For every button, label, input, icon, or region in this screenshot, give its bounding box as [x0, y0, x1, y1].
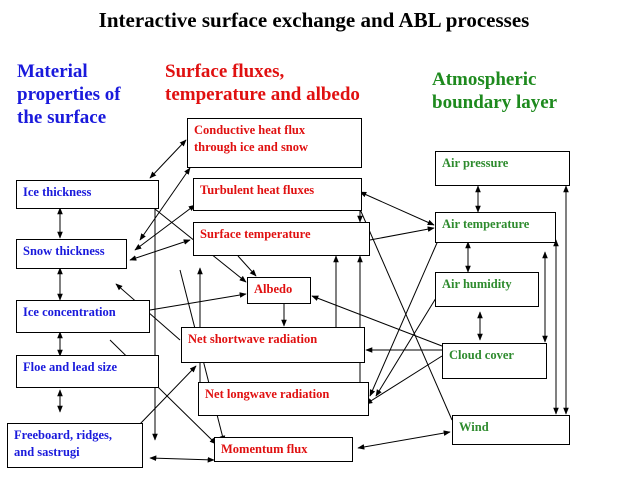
- turbulent-heat-fluxes-box: Turbulent heat fluxes: [193, 178, 362, 211]
- arrow-freeboard-netsw: [139, 365, 197, 425]
- net-longwave-radiation-box: Net longwave radiation: [198, 382, 369, 416]
- ice-thickness-box: Ice thickness: [16, 180, 159, 209]
- arrow-surftemp-albedo: [237, 255, 257, 277]
- air-pressure-box: Air pressure: [435, 151, 570, 186]
- arrow-airhumidity-netlw: [375, 297, 437, 397]
- air-temperature-box: Air temperature: [435, 212, 556, 243]
- diagram-title: Interactive surface exchange and ABL pro…: [98, 8, 530, 32]
- arrow-surftemp-airtemp: [369, 226, 435, 241]
- arrow-iceconc-albedo: [149, 292, 247, 311]
- arrow-wind-turbulent: [355, 199, 453, 421]
- cloud-cover-box: Cloud cover: [442, 343, 547, 379]
- conductive-heat-flux-box: Conductive heat flux through ice and sno…: [187, 118, 362, 168]
- ice-concentration-box: Ice concentration: [16, 300, 150, 333]
- arrow-icethick-conductive: [149, 139, 187, 179]
- air-humidity-box: Air humidity: [435, 272, 539, 307]
- arrow-turbulent-airtemp: [359, 191, 435, 226]
- arrow-momentum-wind: [357, 430, 451, 450]
- arrow-snow-turbulent: [134, 204, 196, 251]
- net-shortwave-radiation-box: Net shortwave radiation: [181, 327, 365, 363]
- snow-thickness-box: Snow thickness: [16, 239, 127, 269]
- arrow-snow-surftemp: [129, 239, 191, 261]
- arrow-cloud-albedo: [311, 295, 443, 347]
- surface-column-heading: Surface fluxes, temperature and albedo: [165, 61, 360, 105]
- albedo-box: Albedo: [247, 277, 311, 304]
- abl-column-heading: Atmospheric boundary layer: [432, 69, 558, 113]
- arrow-freeboard-momentum: [149, 455, 215, 463]
- arrow-airtemp-netlw: [369, 235, 441, 397]
- wind-box: Wind: [452, 415, 570, 445]
- surface-temperature-box: Surface temperature: [193, 222, 370, 256]
- momentum-flux-box: Momentum flux: [214, 437, 353, 462]
- floe-lead-size-box: Floe and lead size: [16, 355, 159, 388]
- freeboard-box: Freeboard, ridges, and sastrugi: [7, 423, 143, 468]
- material-column-heading: Material properties of the surface: [17, 61, 121, 128]
